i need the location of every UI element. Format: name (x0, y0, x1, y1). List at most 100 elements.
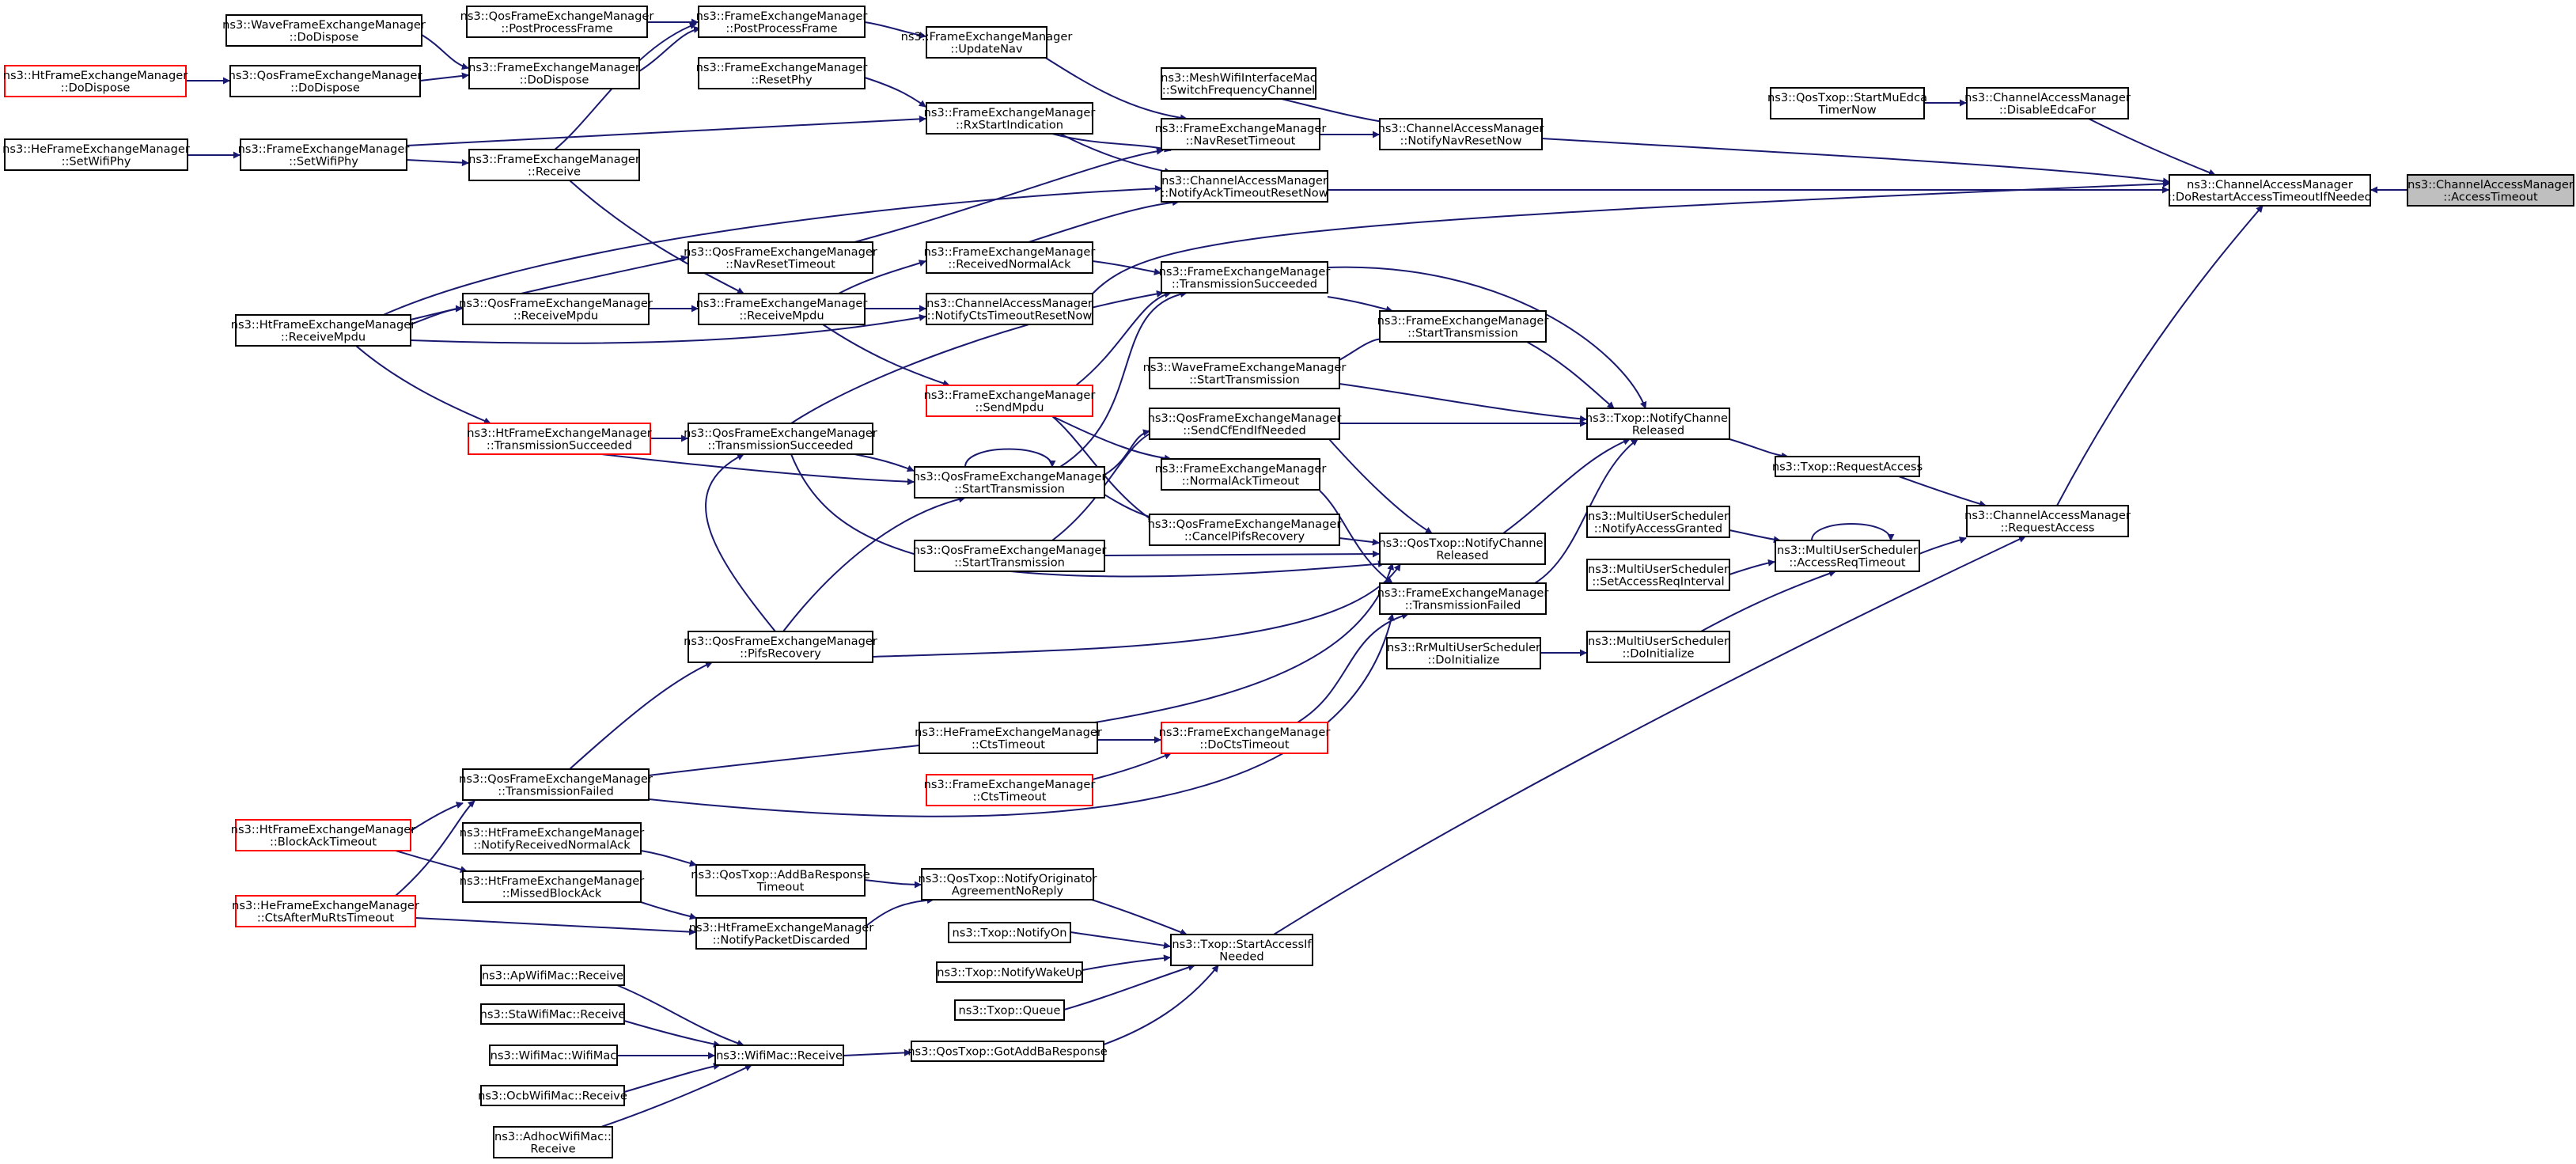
node-camRequestAccess[interactable]: ns3::ChannelAccessManager::RequestAccess (1964, 505, 2131, 537)
node-femSendMpdu[interactable]: ns3::FrameExchangeManager::SendMpdu (924, 385, 1096, 417)
edge-wifiMacReceive-to-qosGotAddBa (843, 1048, 911, 1056)
node-femDoCtsTimeout[interactable]: ns3::FrameExchangeManager::DoCtsTimeout (1159, 722, 1331, 754)
node-camDisableEdca[interactable]: ns3::ChannelAccessManager::DisableEdcaFo… (1964, 87, 2131, 119)
node-txopNotifyWakeUp[interactable]: ns3::Txop::NotifyWakeUp (936, 961, 1083, 983)
node-label: ::CtsTimeout (972, 737, 1045, 751)
node-htfemMissedBlockAck[interactable]: ns3::HtFrameExchangeManager::MissedBlock… (460, 870, 644, 903)
node-htfemNotifyRecvAck[interactable]: ns3::HtFrameExchangeManager::NotifyRecei… (460, 822, 644, 855)
node-femRecvNormalAck[interactable]: ns3::FrameExchangeManager::ReceivedNorma… (924, 241, 1096, 274)
node-femSetWifiPhy[interactable]: ns3::FrameExchangeManager::SetWifiPhy (238, 138, 410, 171)
node-camCtsTimeout[interactable]: ns3::ChannelAccessManager::NotifyCtsTime… (926, 293, 1093, 325)
node-femStartTx[interactable]: ns3::FrameExchangeManager::StartTransmis… (1377, 310, 1549, 343)
node-adhocReceive[interactable]: ns3::AdhocWifiMac::Receive (493, 1126, 613, 1158)
node-camRxStart[interactable]: ns3::FrameExchangeManager::RxStartIndica… (924, 102, 1096, 135)
node-wifiMacReceive[interactable]: ns3::WifiMac::Receive (714, 1045, 844, 1066)
node-htfemReceiveMpdu[interactable]: ns3::HtFrameExchangeManager::ReceiveMpdu (231, 314, 415, 347)
node-qfemSendCfEnd[interactable]: ns3::QosFrameExchangeManager::SendCfEndI… (1148, 408, 1342, 440)
node-femReceiveMpdu[interactable]: ns3::FrameExchangeManager::ReceiveMpdu (696, 293, 868, 325)
node-txopNotifyOn[interactable]: ns3::Txop::NotifyOn (948, 922, 1071, 943)
node-hefemCtsAfterMu[interactable]: ns3::HeFrameExchangeManager::CtsAfterMuR… (232, 895, 419, 927)
node-qfemStartTx2[interactable]: ns3::QosFrameExchangeManager::StartTrans… (913, 540, 1107, 572)
node-wfemDoDispose[interactable]: ns3::WaveFrameExchangeManager::DoDispose (222, 14, 426, 47)
node-femResetPhy[interactable]: ns3::FrameExchangeManager::ResetPhy (696, 57, 868, 89)
node-femPostProcess[interactable]: ns3::FrameExchangeManager::PostProcessFr… (696, 6, 868, 38)
node-ocbReceive[interactable]: ns3::OcbWifiMac::Receive (478, 1085, 627, 1106)
node-femCtsTimeout[interactable]: ns3::FrameExchangeManager::CtsTimeout (924, 774, 1096, 806)
node-htfemBlockAck[interactable]: ns3::HtFrameExchangeManager::BlockAckTim… (231, 819, 415, 851)
node-qfemNavReset[interactable]: ns3::QosFrameExchangeManager::NavResetTi… (684, 241, 877, 274)
node-qfemTxSucceeded[interactable]: ns3::QosFrameExchangeManager::Transmissi… (684, 423, 877, 455)
node-label: ::StartTransmission (954, 482, 1065, 495)
node-box (235, 895, 416, 927)
node-txopRequestAccess[interactable]: ns3::Txop::RequestAccess (1772, 456, 1923, 477)
node-musAccessReqTimeout[interactable]: ns3::MultiUserScheduler::AccessReqTimeou… (1775, 540, 1920, 572)
node-femNavReset[interactable]: ns3::FrameExchangeManager::NavResetTimeo… (1155, 118, 1327, 150)
node-label: ::NavResetTimeout (1186, 134, 1296, 147)
node-label: ns3::HtFrameExchangeManager (3, 69, 188, 82)
node-txopQueue[interactable]: ns3::Txop::Queue (954, 999, 1065, 1021)
node-box (1586, 559, 1730, 591)
node-qosGotAddBa[interactable]: ns3::QosTxop::GotAddBaResponse (907, 1041, 1108, 1062)
node-label: Needed (1219, 950, 1263, 963)
node-qfemPostProcess[interactable]: ns3::QosFrameExchangeManager::PostProces… (460, 6, 654, 38)
node-label: ::Receive (528, 165, 581, 178)
node-apReceive[interactable]: ns3::ApWifiMac::Receive (480, 965, 625, 986)
node-staReceive[interactable]: ns3::StaWifiMac::Receive (480, 1003, 626, 1025)
node-femUpdateNav[interactable]: ns3::FrameExchangeManager::UpdateNav (901, 26, 1073, 59)
node-label: ns3::FrameExchangeManager (924, 778, 1096, 791)
node-qfemPifsRecovery[interactable]: ns3::QosFrameExchangeManager::PifsRecove… (684, 631, 877, 663)
nodes-layer: ns3::ChannelAccessManager::AccessTimeout… (2, 6, 2574, 1158)
node-label: ns3::MultiUserScheduler (1777, 544, 1918, 557)
node-label: ns3::FrameExchangeManager (924, 389, 1096, 402)
node-box (926, 293, 1093, 325)
node-meshSwitch[interactable]: ns3::MeshWifiInterfaceMac::SwitchFrequen… (1161, 67, 1316, 100)
node-label: ns3::QosTxop::GotAddBaResponse (907, 1045, 1107, 1059)
node-camRestart[interactable]: ns3::ChannelAccessManager::DoRestartAcce… (2168, 174, 2372, 207)
node-box (1161, 458, 1320, 491)
node-hefemCtsTimeout[interactable]: ns3::HeFrameExchangeManager::CtsTimeout (915, 722, 1102, 754)
node-camAckTimeout[interactable]: ns3::ChannelAccessManager::NotifyAckTime… (1161, 170, 1328, 203)
node-box (462, 822, 642, 855)
node-qfemStartTx[interactable]: ns3::QosFrameExchangeManager::StartTrans… (913, 466, 1107, 499)
node-label: ::SwitchFrequencyChannel (1162, 83, 1315, 97)
node-htfemTxSucceeded[interactable]: ns3::HtFrameExchangeManager::Transmissio… (467, 423, 652, 455)
node-qosNotifyOrig[interactable]: ns3::QosTxop::NotifyOriginatorAgreementN… (919, 868, 1097, 900)
node-box (926, 385, 1093, 417)
edge-qfemStartTx2-to-qosTxopNotifyChannel (1104, 550, 1380, 558)
node-root[interactable]: ns3::ChannelAccessManager::AccessTimeout (2407, 174, 2574, 207)
node-femTxSucceeded[interactable]: ns3::FrameExchangeManager::TransmissionS… (1159, 261, 1331, 294)
node-musSetAccessReq[interactable]: ns3::MultiUserScheduler::SetAccessReqInt… (1586, 559, 1730, 591)
node-qfemCancelPifs[interactable]: ns3::QosFrameExchangeManager::CancelPifs… (1148, 514, 1342, 546)
node-camNotifyNav[interactable]: ns3::ChannelAccessManager::NotifyNavRese… (1378, 118, 1544, 150)
node-label: ::TransmissionSucceeded (1172, 277, 1317, 290)
edge-femReceive-to-femReceiveMpdu (569, 180, 744, 294)
node-wifiMacWifiMac[interactable]: ns3::WifiMac::WifiMac (489, 1045, 618, 1066)
node-femDoDispose[interactable]: ns3::FrameExchangeManager::DoDispose (468, 57, 640, 89)
node-htfemDoDispose[interactable]: ns3::HtFrameExchangeManager::DoDispose (3, 65, 188, 97)
node-musDoInit[interactable]: ns3::MultiUserScheduler::DoInitialize (1586, 631, 1730, 663)
node-qfemDoDispose[interactable]: ns3::QosFrameExchangeManager::DoDispose (229, 65, 422, 97)
node-qfemTxFailed[interactable]: ns3::QosFrameExchangeManager::Transmissi… (459, 768, 653, 801)
node-box (480, 1003, 625, 1025)
node-hefemSetWifiPhy[interactable]: ns3::HeFrameExchangeManager::SetWifiPhy (2, 138, 190, 171)
node-box (714, 1045, 844, 1066)
node-label: ns3::QosFrameExchangeManager (684, 245, 877, 259)
node-label: ::DisableEdcaFor (1999, 103, 2096, 116)
node-qfemReceiveMpdu[interactable]: ns3::QosFrameExchangeManager::ReceiveMpd… (459, 293, 653, 325)
node-musNotifyGranted[interactable]: ns3::MultiUserScheduler::NotifyAccessGra… (1586, 506, 1730, 538)
node-femTxFailed[interactable]: ns3::FrameExchangeManager::TransmissionF… (1377, 582, 1549, 615)
node-femNormalAckTimeout[interactable]: ns3::FrameExchangeManager::NormalAckTime… (1155, 458, 1327, 491)
node-label: ::StartTransmission (1407, 326, 1518, 339)
node-femReceive[interactable]: ns3::FrameExchangeManager::Receive (468, 149, 640, 181)
node-label: ns3::WaveFrameExchangeManager (222, 18, 426, 32)
node-label: ::NotifyCtsTimeoutResetNow (927, 309, 1093, 322)
node-htfemNotifyPacket[interactable]: ns3::HtFrameExchangeManager::NotifyPacke… (689, 917, 873, 950)
edge-qfemSendCfEnd-to-qosTxopNotifyChannel (1328, 438, 1433, 534)
node-wfemStartTx[interactable]: ns3::WaveFrameExchangeManager::StartTran… (1143, 357, 1347, 389)
node-rrmusDoInit[interactable]: ns3::RrMultiUserScheduler::DoInitialize (1386, 637, 1541, 669)
